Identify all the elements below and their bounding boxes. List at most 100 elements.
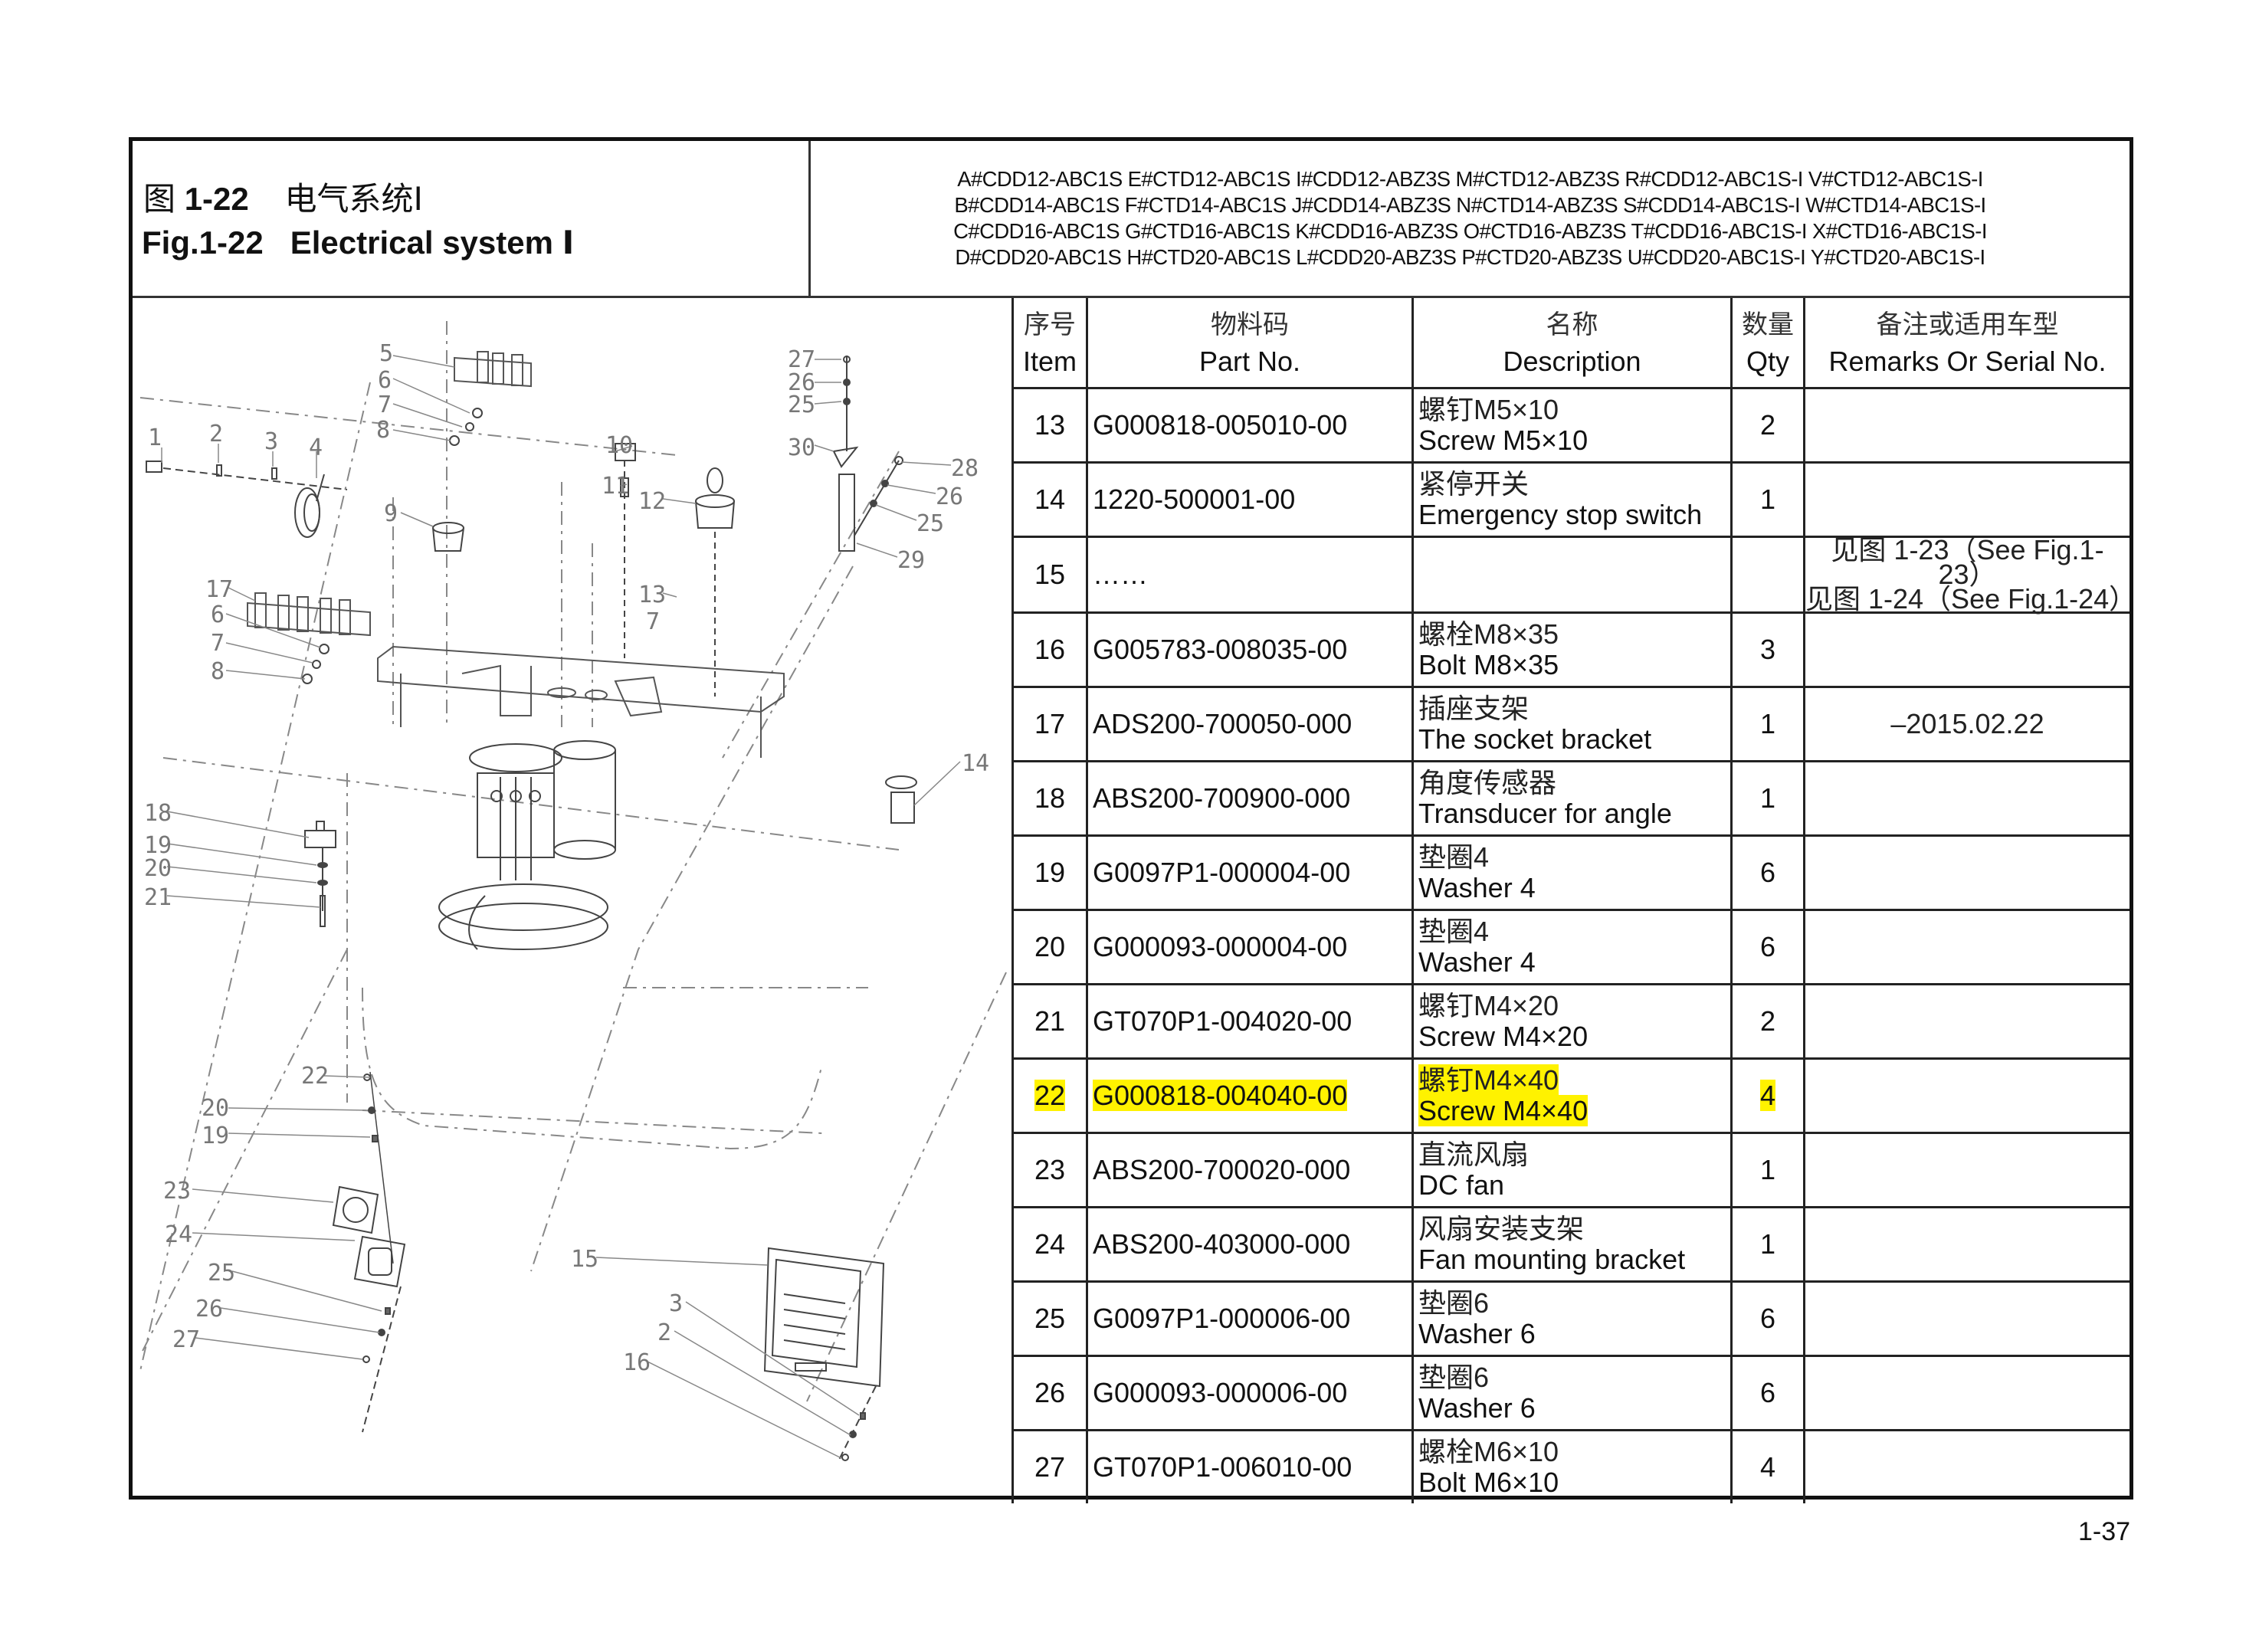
description-en: DC fan <box>1418 1169 1505 1201</box>
table-cell: ADS200-700050-000 <box>1086 686 1414 762</box>
table-cell: 14 <box>1011 461 1088 538</box>
description-en: Washer 6 <box>1418 1392 1536 1424</box>
description-en: Fan mounting bracket <box>1418 1244 1686 1275</box>
callout-label: 30 <box>788 434 816 461</box>
table-cell <box>1411 536 1733 614</box>
page-frame: 图 1-22 电气系统Ⅰ Fig.1-22 Electrical system … <box>129 137 2136 1503</box>
figure-title-block: 图 1-22 电气系统Ⅰ Fig.1-22 Electrical system … <box>133 141 811 298</box>
table-row: 15……见图 1-23（See Fig.1-23） 见图 1-24（See Fi… <box>1011 536 2136 614</box>
part-number: GT070P1-004020-00 <box>1093 1005 1352 1037</box>
remarks-cell <box>1803 1280 2129 1357</box>
callout-label: 13 <box>638 582 667 608</box>
description-cn: 角度传感器 <box>1418 767 1557 798</box>
remarks-cell <box>1803 983 2129 1060</box>
callout-label: 25 <box>916 510 945 537</box>
callout-label: 6 <box>211 601 225 628</box>
part-number: ADS200-700050-000 <box>1093 708 1352 739</box>
part-number: G000093-000004-00 <box>1093 931 1348 962</box>
table-cell: …… <box>1086 536 1414 614</box>
table-cell: 6 <box>1730 1280 1805 1357</box>
item-number: 23 <box>1034 1154 1066 1185</box>
figure-title-en: Fig.1-22 Electrical system Ⅰ <box>142 224 574 261</box>
description-cn: 垫圈4 <box>1418 916 1490 947</box>
callout-label: 23 <box>163 1178 192 1205</box>
header-cn: 名称 <box>1546 310 1598 339</box>
description-en: Screw M4×40 <box>1418 1095 1589 1126</box>
remarks-cell: –2015.02.22 <box>1803 686 2129 762</box>
table-cell: ABS200-700020-000 <box>1086 1132 1414 1208</box>
table-cell: 1 <box>1730 1132 1805 1208</box>
remarks-cell <box>1803 611 2129 688</box>
table-cell: 21 <box>1011 983 1088 1060</box>
title-cn-name: 电气系统Ⅰ <box>284 181 423 217</box>
item-number: 17 <box>1034 708 1066 739</box>
quantity: 1 <box>1759 1228 1776 1260</box>
table-cell: 24 <box>1011 1206 1088 1283</box>
item-number: 16 <box>1034 634 1066 665</box>
table-cell: 18 <box>1011 760 1088 837</box>
callout-label: 20 <box>144 855 172 882</box>
quantity: 2 <box>1759 1005 1776 1037</box>
part-number: G000818-004040-00 <box>1093 1080 1348 1111</box>
description-en: Screw M4×20 <box>1418 1021 1589 1052</box>
description-en: Washer 4 <box>1418 872 1536 903</box>
table-cell: 2 <box>1730 387 1805 464</box>
table-cell: 23 <box>1011 1132 1088 1208</box>
table-cell: 1220-500001-00 <box>1086 461 1414 538</box>
models-line: A#CDD12-ABC1S E#CTD12-ABC1S I#CDD12-ABZ3… <box>957 167 1983 191</box>
description-cn: 垫圈6 <box>1418 1362 1490 1393</box>
table-cell: 1 <box>1730 461 1805 538</box>
description-cn: 螺栓M6×10 <box>1418 1436 1559 1467</box>
title-cn-number: 1-22 <box>184 181 249 217</box>
remarks-cell <box>1803 1206 2129 1283</box>
description-cn: 紧停开关 <box>1418 468 1529 500</box>
table-cell: 19 <box>1011 834 1088 911</box>
remarks-text: –2015.02.22 <box>1890 708 2044 739</box>
table-cell: 4 <box>1730 1429 1805 1503</box>
quantity: 1 <box>1759 483 1776 515</box>
item-number: 22 <box>1034 1080 1066 1111</box>
header-cn: 物料码 <box>1211 310 1289 339</box>
callout-label: 6 <box>378 367 392 394</box>
remarks-cell <box>1803 909 2129 985</box>
callout-label: 9 <box>384 500 398 527</box>
table-cell: 27 <box>1011 1429 1088 1503</box>
header-en: Qty <box>1746 345 1789 377</box>
callout-label: 19 <box>202 1123 230 1149</box>
header-en: Remarks Or Serial No. <box>1828 345 2107 377</box>
quantity: 4 <box>1759 1451 1776 1483</box>
quantity: 6 <box>1759 1303 1776 1334</box>
part-number: ABS200-700020-000 <box>1093 1154 1351 1185</box>
remarks-cell <box>1803 1057 2129 1134</box>
callout-label: 11 <box>602 473 630 500</box>
part-number: G005783-008035-00 <box>1093 634 1348 665</box>
description-en: Bolt M8×35 <box>1418 649 1559 680</box>
description-en: Washer 4 <box>1418 946 1536 978</box>
table-cell: G000093-000006-00 <box>1086 1355 1414 1431</box>
table-cell: GT070P1-004020-00 <box>1086 983 1414 1060</box>
table-cell: 6 <box>1730 1355 1805 1431</box>
description-cn: 垫圈6 <box>1418 1287 1490 1319</box>
remarks-cell <box>1803 387 2129 464</box>
description-cn: 螺钉M5×10 <box>1418 394 1559 425</box>
header-en: Description <box>1503 345 1641 377</box>
